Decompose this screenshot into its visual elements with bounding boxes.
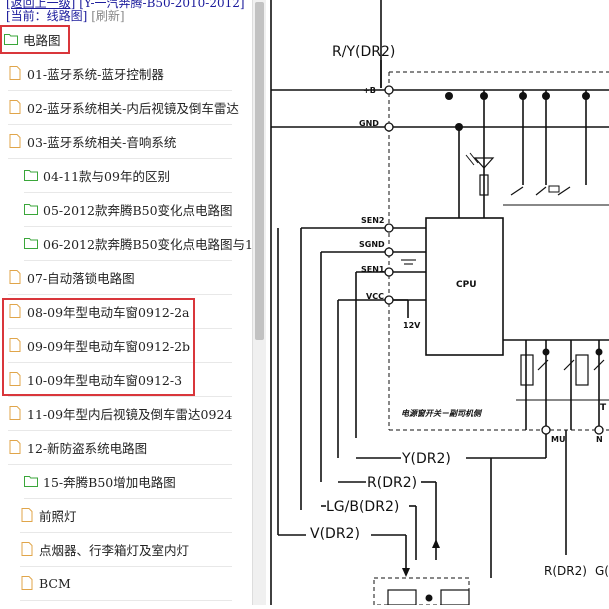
tree-item[interactable]: BCM (20, 566, 232, 601)
tree-item[interactable]: 10-09年型电动车窗0912-3 (8, 362, 232, 397)
breadcrumb: [返回上一级] [Y-一汽奔腾-B50-2010-2012] (6, 0, 245, 10)
tree-item-label: 前照灯 (39, 508, 77, 524)
folder-icon (24, 204, 38, 215)
circuit-diagram-svg: R/Y(DR2) +B GND SEN2 SGND SEN1 VCC 12V C… (270, 0, 609, 606)
tree-item-label: 09-09年型电动车窗0912-2b (27, 338, 191, 354)
label-g: G( (595, 564, 609, 578)
file-icon (21, 542, 33, 556)
label-mu: MU (551, 435, 565, 444)
label-cpu: CPU (456, 280, 477, 290)
scrollbar-thumb[interactable] (255, 2, 264, 340)
back-link[interactable]: [返回上一级] (6, 0, 76, 10)
tree-panel: [返回上一级] [Y-一汽奔腾-B50-2010-2012] [当前：线路图] … (0, 0, 252, 605)
tree-item[interactable]: 点烟器、行李箱灯及室内灯 (20, 532, 232, 567)
tree-item-label: 07-自动落锁电路图 (27, 270, 135, 286)
label-r: R(DR2) (367, 475, 417, 491)
tree-item-label: 01-蓝牙系统-蓝牙控制器 (27, 66, 164, 82)
file-icon (9, 66, 21, 80)
tree-item-label: 03-蓝牙系统相关-音响系统 (27, 134, 177, 150)
folder-icon (24, 476, 38, 487)
tree-item[interactable]: 03-蓝牙系统相关-音响系统 (8, 124, 232, 159)
tree-item-label: 10-09年型电动车窗0912-3 (27, 372, 183, 388)
tree-item[interactable]: 02-蓝牙系统相关-内后视镜及倒车雷达 (8, 90, 239, 125)
label-n: N (596, 435, 603, 444)
file-icon (9, 304, 21, 318)
label-lgb: LG/B(DR2) (326, 499, 399, 515)
tree-item-label: 15-奔腾B50增加电路图 (43, 474, 176, 490)
folder-icon (24, 238, 38, 249)
tree-item-label: 11-09年型内后视镜及倒车雷达0924 (27, 406, 233, 422)
tree-item[interactable]: 05-2012款奔腾B50变化点电路图 (24, 192, 233, 227)
breadcrumb-current: [当前：线路图] [刷新] (6, 10, 125, 23)
tree-item[interactable]: 09-09年型电动车窗0912-2b (8, 328, 232, 363)
tree-item[interactable]: 11-09年型内后视镜及倒车雷达0924 (8, 396, 232, 431)
circuit-diagram: R/Y(DR2) +B GND SEN2 SGND SEN1 VCC 12V C… (266, 0, 609, 606)
tree-item-label: 08-09年型电动车窗0912-2a (27, 304, 190, 320)
tree-root-label: 电路图 (23, 32, 61, 48)
tree-item-label: 02-蓝牙系统相关-内后视镜及倒车雷达 (27, 100, 239, 116)
tree-item-label: 04-11款与09年的区别 (43, 168, 170, 184)
file-icon (21, 576, 33, 590)
file-icon (9, 406, 21, 420)
folder-icon (4, 34, 18, 45)
tree-item[interactable]: 08-09年型电动车窗0912-2a (8, 294, 232, 329)
label-sgnd: SGND (359, 240, 385, 249)
file-icon (9, 372, 21, 386)
tree-item[interactable]: 07-自动落锁电路图 (8, 260, 232, 295)
tree-item-label: BCM (39, 575, 71, 591)
scrollbar[interactable] (252, 0, 267, 605)
tree-item[interactable]: 前照灯 (20, 498, 232, 533)
current-location: [当前：线路图] (6, 9, 88, 23)
tree-item[interactable]: 12-新防盗系统电路图 (8, 430, 232, 465)
label-r2: R(DR2) (544, 564, 587, 578)
tree-item-label: 05-2012款奔腾B50变化点电路图 (43, 202, 233, 218)
label-b: +B (363, 86, 376, 95)
tree-item[interactable]: 04-11款与09年的区别 (24, 158, 232, 193)
tree-item[interactable]: 06-2012款奔腾B50变化点电路图与1 (24, 226, 252, 261)
file-icon (9, 338, 21, 352)
tree-root[interactable]: 电路图 (4, 22, 61, 56)
folder-icon (24, 170, 38, 181)
label-ry: R/Y(DR2) (332, 44, 395, 60)
label-t: T (600, 403, 607, 413)
highlight-window-items (2, 298, 195, 396)
file-icon (9, 100, 21, 114)
label-sen1: SEN1 (361, 265, 385, 274)
label-sen2: SEN2 (361, 216, 385, 225)
refresh-link[interactable]: [刷新] (91, 9, 125, 23)
label-gnd: GND (359, 119, 379, 128)
car-title: [Y-一汽奔腾-B50-2010-2012] (79, 0, 245, 10)
tree-item-label: 12-新防盗系统电路图 (27, 440, 148, 456)
highlight-root (0, 25, 70, 54)
tree-item[interactable]: 01-蓝牙系统-蓝牙控制器 (8, 56, 232, 91)
label-vcc: VCC (366, 292, 384, 301)
tree-item-label: 点烟器、行李箱灯及室内灯 (39, 542, 190, 558)
label-y: Y(DR2) (401, 451, 451, 467)
file-icon (9, 440, 21, 454)
tree-item[interactable]: 15-奔腾B50增加电路图 (24, 464, 232, 499)
file-icon (21, 508, 33, 522)
label-12v: 12V (403, 321, 421, 330)
label-caption: 电源窗开关－副司机侧 (401, 409, 483, 418)
label-v: V(DR2) (310, 526, 360, 542)
file-icon (9, 270, 21, 284)
file-icon (9, 134, 21, 148)
tree-item-label: 06-2012款奔腾B50变化点电路图与1 (43, 236, 252, 252)
